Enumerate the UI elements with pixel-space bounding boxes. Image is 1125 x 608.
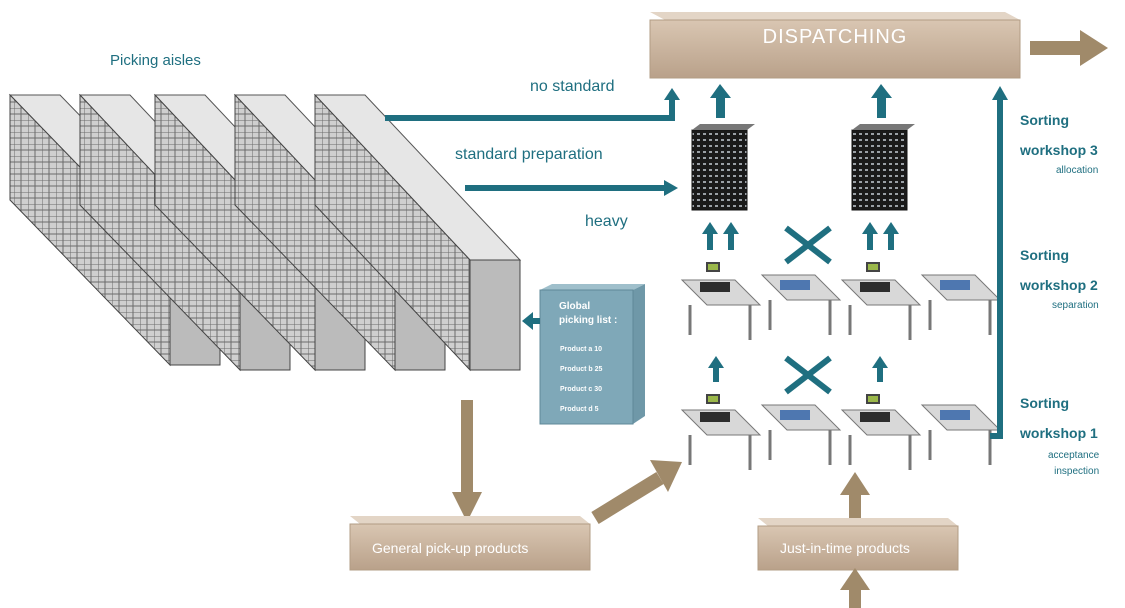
picking-aisles-label: Picking aisles (110, 52, 201, 69)
dispatching-label: DISPATCHING (762, 26, 908, 48)
workshop2-to-rack-arrows (702, 222, 899, 250)
no-standard-flow (385, 88, 680, 121)
dispatch-input-arrows (710, 84, 892, 118)
workshop-1-label: Sorting workshop 1 acceptance inspection (1020, 395, 1100, 477)
picking-list-item: Product c 30 (560, 386, 603, 393)
rack-right (851, 124, 915, 211)
dispatch-output-arrow (1030, 30, 1108, 66)
workbenches-workshop-2 (680, 262, 1002, 340)
general-to-workshop1-arrow (591, 460, 682, 524)
rack-left (691, 124, 755, 211)
just-in-time-box (757, 518, 959, 571)
workshop-3-label: Sorting workshop 3 allocation (1020, 112, 1099, 176)
workbenches-workshop-1 (680, 394, 1002, 470)
standard-preparation-flow (465, 180, 678, 196)
heavy-label: heavy (585, 213, 628, 230)
dispatching-box (649, 12, 1021, 79)
cross-arrows-lower (784, 355, 832, 395)
shelf-row-5 (313, 93, 522, 372)
picking-list-to-aisles-arrow (522, 312, 540, 330)
just-in-time-label: Just-in-time products (780, 540, 910, 556)
sorting-to-dispatch-line (990, 86, 1008, 439)
global-picking-list-box (539, 284, 645, 425)
picking-list-item: Product d 5 (560, 406, 599, 413)
picking-list-item: Product b 25 (560, 366, 603, 373)
cross-arrows-upper (784, 225, 832, 265)
shelving-units (8, 93, 522, 372)
picking-list-item: Product a 10 (560, 346, 603, 353)
general-pickup-label: General pick-up products (372, 540, 529, 556)
workshop1-to-workshop2-arrows (708, 356, 888, 382)
workshop-2-label: Sorting workshop 2 separation (1020, 247, 1099, 311)
standard-preparation-label: standard preparation (455, 146, 603, 163)
just-in-time-arrows (840, 472, 870, 608)
aisles-to-general-arrow (452, 400, 482, 522)
no-standard-label: no standard (530, 78, 615, 95)
picking-list-title: Global picking list : (559, 301, 618, 326)
general-pickup-box (349, 516, 591, 571)
